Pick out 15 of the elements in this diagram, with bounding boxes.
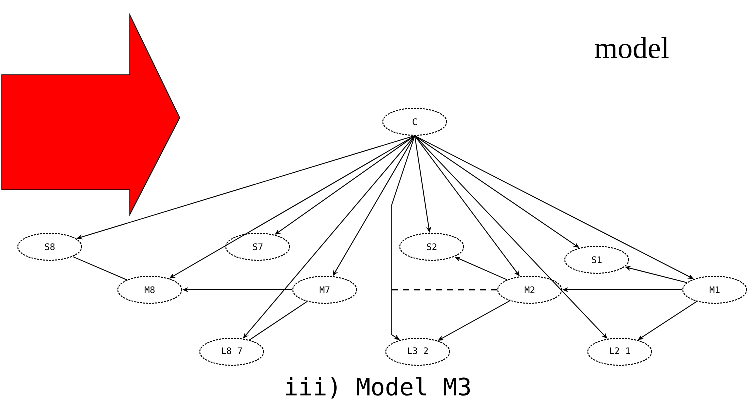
ellipse-node: M2	[498, 276, 562, 304]
ellipse-node: L3_2	[386, 338, 450, 366]
ellipse-node: S2	[400, 232, 464, 261]
ellipse-node: M8	[118, 276, 182, 304]
ellipse-node: S8	[18, 232, 83, 261]
ellipse-node: S7	[226, 232, 290, 261]
ellipse-node: L2_1	[588, 338, 652, 366]
ellipse-node: C	[382, 108, 448, 136]
caption: iii) Model M3	[286, 377, 470, 399]
heading: model	[595, 37, 669, 59]
ellipse-node: S1	[564, 246, 630, 274]
arrow	[392, 136, 416, 340]
ellipse-node: M1	[682, 276, 748, 304]
ellipse-node: M7	[292, 276, 358, 304]
ellipse-node: L8_7	[200, 338, 264, 366]
